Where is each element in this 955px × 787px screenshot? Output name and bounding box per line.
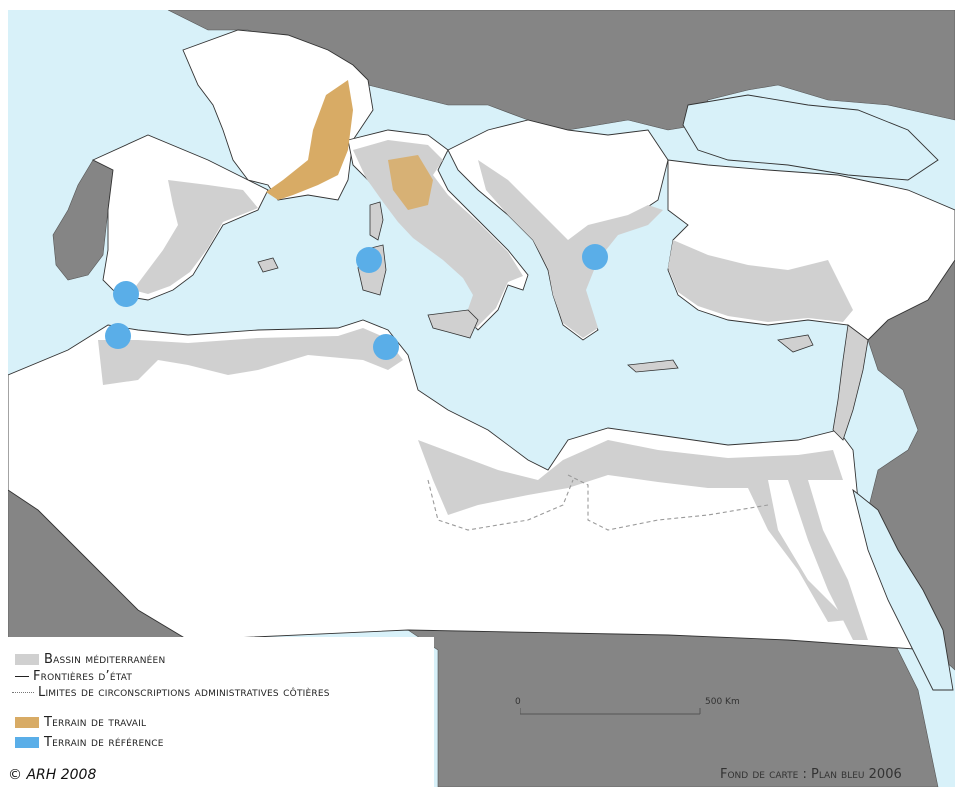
- legend-label: Terrain de travail: [44, 714, 147, 730]
- work-terrain-tuscany: [388, 155, 433, 210]
- reference-terrain-swatch: [15, 736, 39, 748]
- legend-item-borders: Frontières d’état: [15, 668, 132, 684]
- levant: [832, 324, 869, 441]
- reference-site-marker: [356, 247, 382, 273]
- legend-item-reference-terrain: Terrain de référence: [15, 734, 164, 750]
- corsica: [369, 201, 384, 241]
- admin-limits-south: [427, 474, 769, 531]
- legend-item-basin: Bassin méditerranéen: [15, 651, 165, 667]
- basin-libya-egypt: [418, 440, 848, 622]
- legend-item-admin-limits: Limites de circonscriptions administrati…: [12, 684, 330, 700]
- nile-valley: [788, 480, 868, 640]
- basin-greece: [478, 160, 663, 338]
- black-sea: [682, 94, 939, 181]
- work-terrain-rhone: [266, 80, 353, 200]
- basin-maghreb: [98, 328, 403, 385]
- map-legend: Bassin méditerranéen Frontières d’état L…: [8, 637, 434, 787]
- basin-turkey: [668, 240, 853, 322]
- reference-site-marker: [373, 334, 399, 360]
- red-sea: [852, 488, 954, 691]
- legend-label: Limites de circonscriptions administrati…: [38, 684, 330, 700]
- basin-swatch: [15, 653, 39, 665]
- map-source: Fond de carte : Plan bleu 2006: [720, 767, 902, 782]
- reference-sites: [105, 244, 608, 360]
- crete: [627, 359, 679, 373]
- mediterranean-map: [8, 10, 955, 787]
- scale-start-label: 0: [515, 697, 521, 707]
- legend-item-work-terrain: Terrain de travail: [15, 714, 146, 730]
- scale-end-label: 500 Km: [705, 697, 740, 707]
- reference-site-marker: [582, 244, 608, 270]
- balearic: [257, 257, 279, 273]
- basin-spain: [133, 180, 258, 294]
- sicily: [427, 309, 479, 339]
- work-terrain-swatch: [15, 716, 39, 728]
- cyprus: [777, 334, 814, 353]
- reference-site-marker: [113, 281, 139, 307]
- scale-bar: [520, 708, 701, 715]
- border-line-symbol: [15, 675, 29, 677]
- legend-label: Frontières d’état: [33, 668, 133, 684]
- dotted-line-symbol: [12, 691, 34, 693]
- reference-site-marker: [105, 323, 131, 349]
- copyright-notice: © ARH 2008: [8, 767, 97, 783]
- legend-label: Bassin méditerranéen: [44, 651, 166, 667]
- legend-label: Terrain de référence: [44, 734, 164, 750]
